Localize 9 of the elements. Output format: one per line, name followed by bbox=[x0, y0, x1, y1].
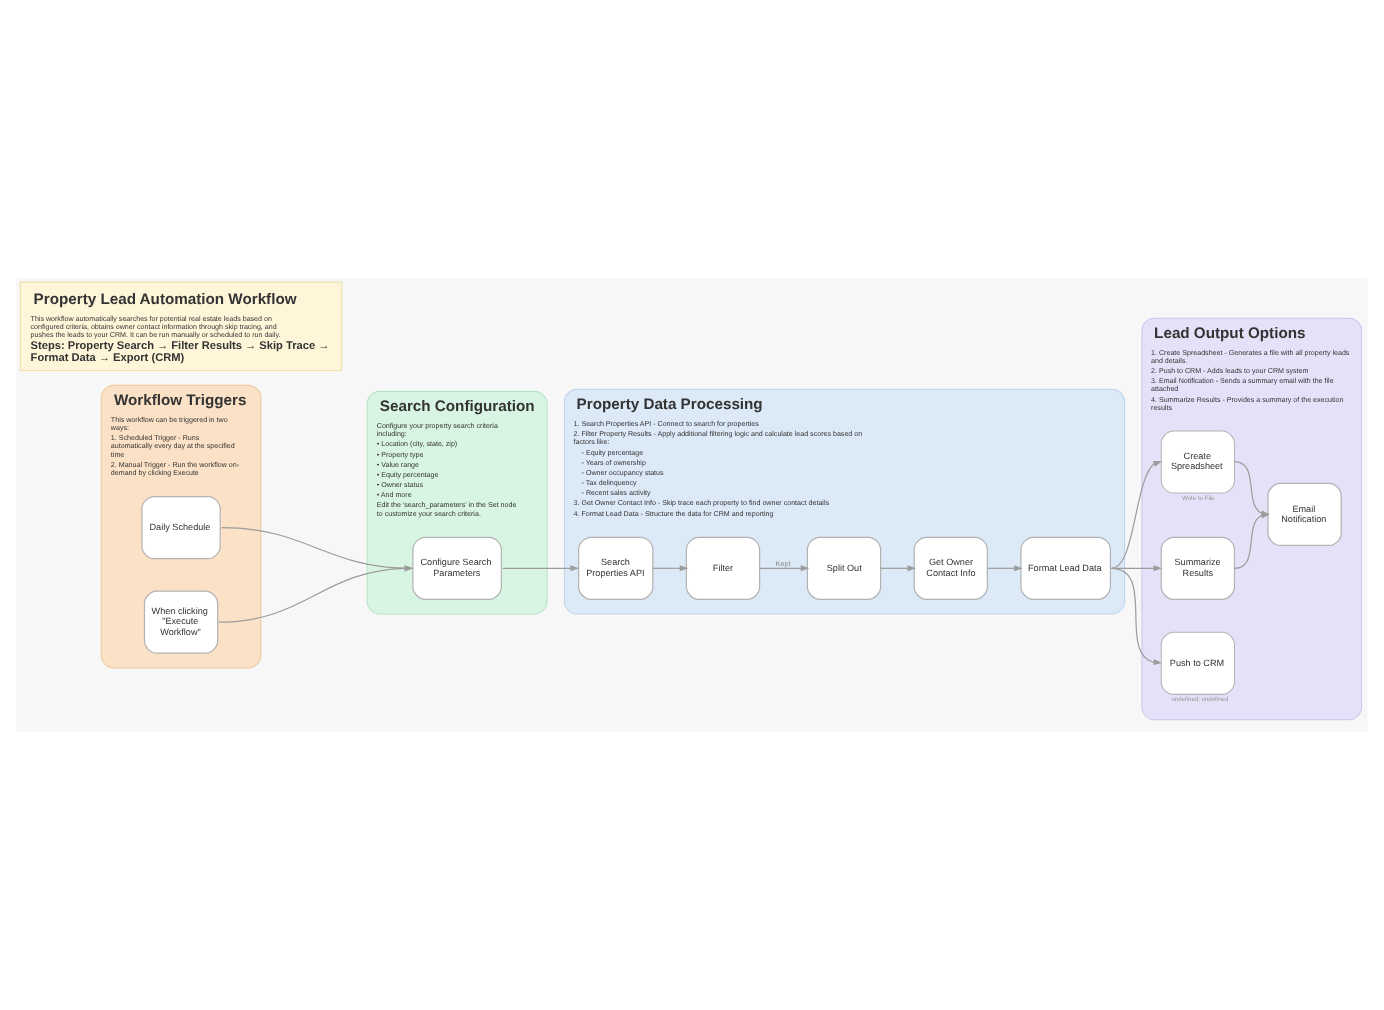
arrow bbox=[880, 565, 916, 572]
arrow bbox=[759, 565, 810, 572]
arrow bbox=[221, 527, 414, 572]
arrow bbox=[1110, 460, 1162, 569]
arrow bbox=[218, 565, 414, 623]
arrow bbox=[1110, 567, 1163, 666]
arrow bbox=[652, 565, 689, 572]
arrow bbox=[986, 565, 1023, 572]
arrow bbox=[502, 565, 579, 572]
